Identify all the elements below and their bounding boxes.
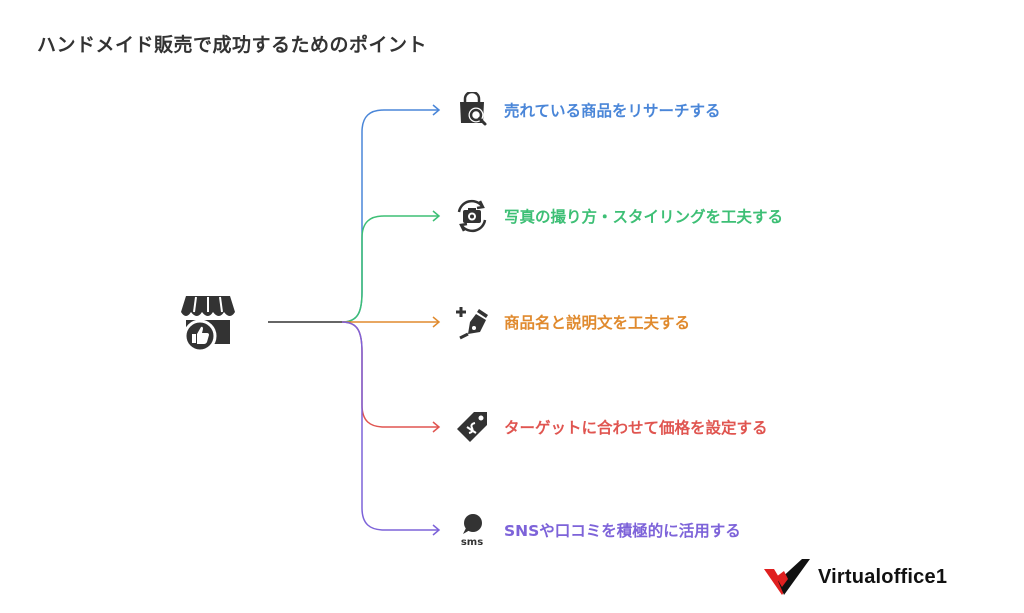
list-item: 売れている商品をリサーチする (452, 90, 721, 130)
item-label: 写真の撮り方・スタイリングを工夫する (504, 208, 784, 226)
pen-plus-icon (452, 302, 492, 342)
connector-5 (341, 321, 438, 531)
price-tag-icon (452, 407, 492, 447)
arrowhead-5 (432, 524, 441, 536)
list-item: 商品名と説明文を工夫する (452, 302, 690, 342)
arrowhead-3 (432, 316, 441, 328)
arrowhead-4 (432, 421, 441, 433)
brand-name: Virtualoffice1 (818, 565, 948, 588)
item-label: 売れている商品をリサーチする (504, 102, 721, 120)
svg-text:sms: sms (461, 537, 483, 548)
diagram-title: ハンドメイド販売で成功するためのポイント (37, 34, 428, 56)
shop-thumbs-up-icon (178, 290, 238, 356)
item-label: SNSや口コミを積極的に活用する (504, 522, 741, 540)
camera-rotate-icon (452, 196, 492, 236)
list-item: sms SNSや口コミを積極的に活用する (452, 510, 741, 550)
item-label: 商品名と説明文を工夫する (504, 314, 691, 332)
item-label: ターゲットに合わせて価格を設定する (504, 419, 768, 437)
brand-logo: Virtualoffice1 (762, 555, 947, 599)
list-item: ターゲットに合わせて価格を設定する (452, 407, 768, 447)
list-item: 写真の撮り方・スタイリングを工夫する (452, 196, 783, 236)
sms-bubble-icon: sms (452, 510, 492, 550)
connector-2 (341, 215, 438, 323)
connector-4 (341, 321, 438, 428)
shopping-bag-search-icon (452, 90, 492, 130)
arrowhead-2 (432, 210, 441, 222)
arrowhead-1 (432, 104, 441, 116)
brand-mark-icon (762, 557, 814, 597)
